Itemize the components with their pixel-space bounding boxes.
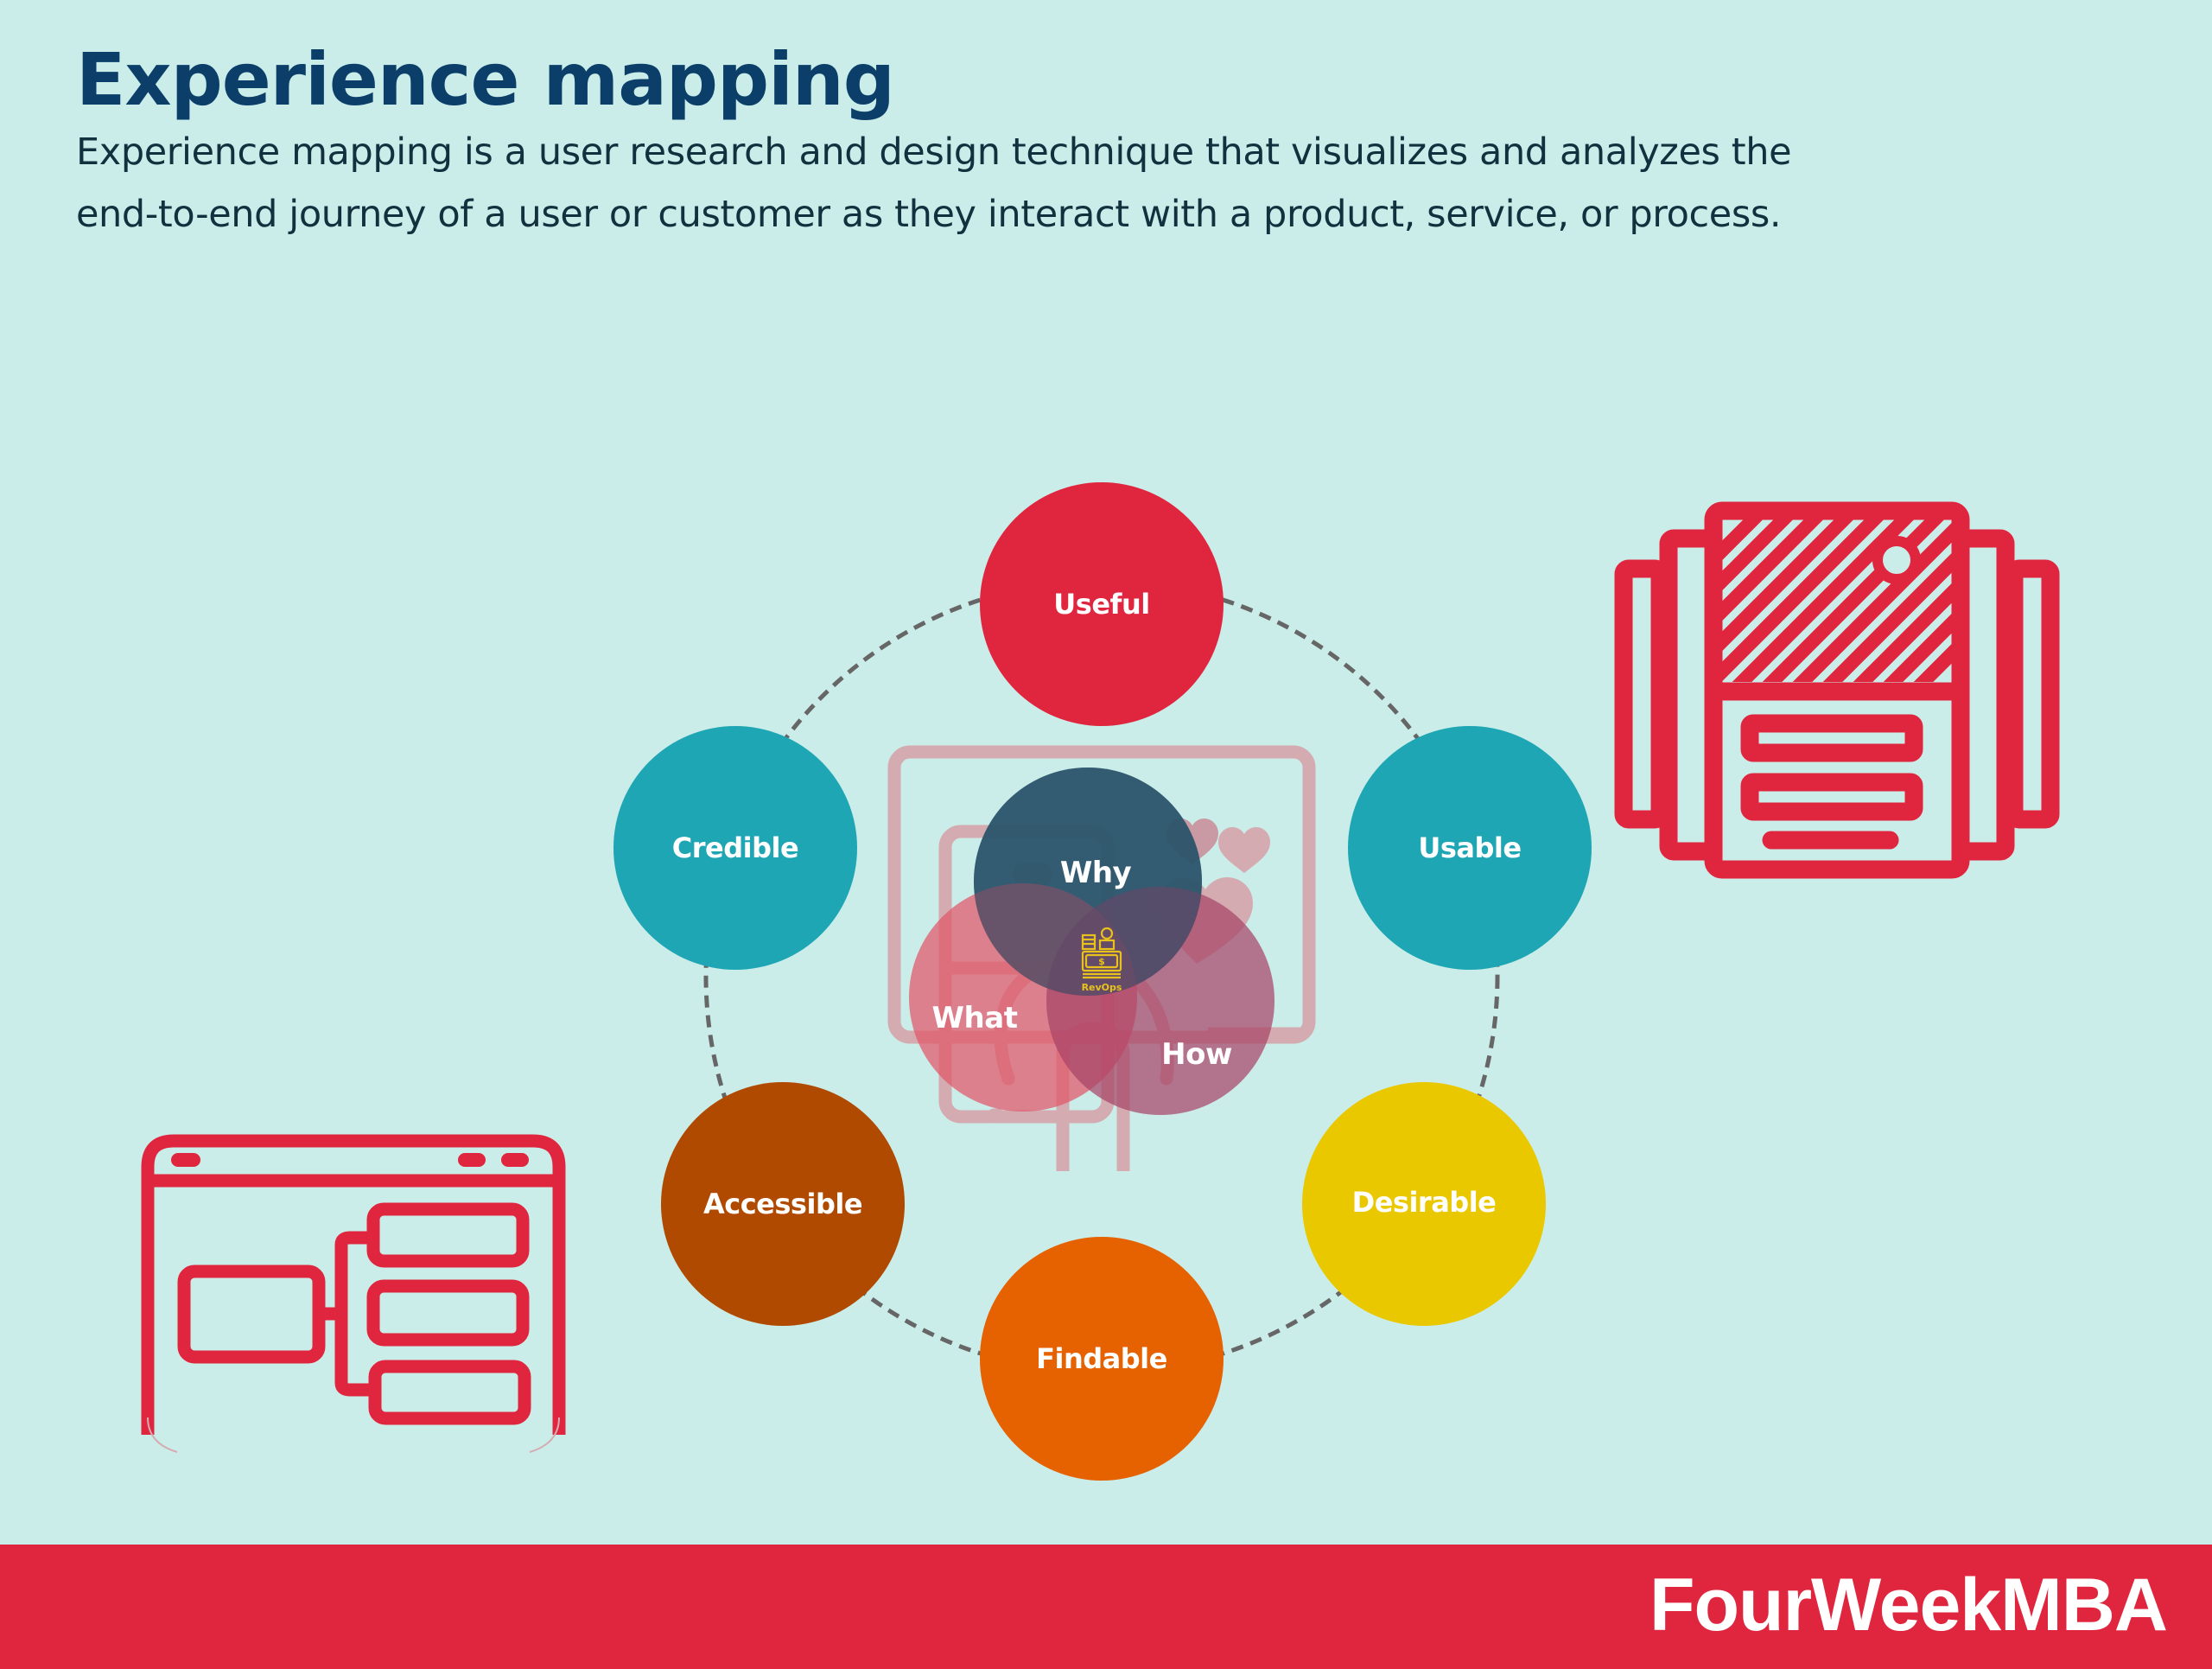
- brand-logo-text: FourWeekMBA: [1649, 1564, 2168, 1647]
- money-stack-icon: [1081, 927, 1122, 979]
- venn-label-how: How: [1161, 1037, 1232, 1072]
- node-label-accessible: Accessible: [703, 1188, 862, 1220]
- revops-label: RevOps: [1082, 982, 1122, 993]
- node-label-useful: Useful: [1053, 588, 1149, 621]
- browser-sitemap-icon: [141, 1134, 566, 1435]
- description-line-2: end-to-end journey of a user or customer…: [76, 193, 1782, 236]
- dollar-glyph: $: [1098, 956, 1105, 967]
- node-label-usable: Usable: [1418, 831, 1521, 864]
- page-title: Experience mapping: [76, 37, 895, 122]
- venn-overlay: [974, 768, 1202, 996]
- ring-node-credible: Credible: [613, 726, 857, 970]
- venn-diagram: Why What How $ RevOps: [909, 768, 1274, 1115]
- venn-label-what: What: [932, 1001, 1018, 1035]
- ring-node-desirable: Desirable: [1302, 1082, 1546, 1326]
- ring-node-usable: Usable: [1348, 726, 1592, 970]
- venn-label-why: Why: [1060, 856, 1132, 890]
- node-label-findable: Findable: [1036, 1342, 1167, 1375]
- sun-icon: [1872, 536, 1921, 584]
- ring-node-accessible: Accessible: [661, 1082, 905, 1326]
- page-description: Experience mapping is a user research an…: [76, 121, 2063, 245]
- node-label-credible: Credible: [672, 831, 798, 864]
- browser-corner-arcs: [147, 1417, 560, 1453]
- ring-node-useful: Useful: [980, 482, 1224, 726]
- card-carousel-icon: [1614, 501, 2060, 879]
- footer-band: FourWeekMBA: [0, 1545, 2212, 1669]
- description-line-1: Experience mapping is a user research an…: [76, 131, 1792, 174]
- ring-node-findable: Findable: [980, 1237, 1224, 1481]
- hatched-image-icon: [1722, 519, 1952, 682]
- node-label-desirable: Desirable: [1352, 1186, 1497, 1219]
